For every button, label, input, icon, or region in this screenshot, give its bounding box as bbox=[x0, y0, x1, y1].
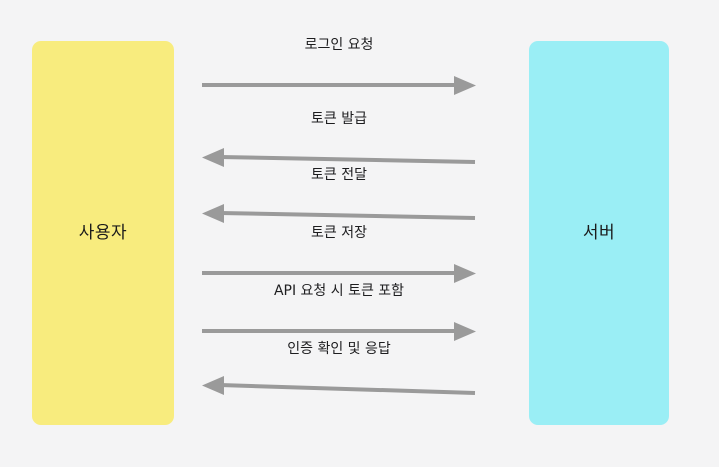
message-arrow-right-4 bbox=[202, 264, 476, 283]
message-arrow-left-3 bbox=[202, 204, 476, 223]
message-label-1: 로그인 요청 bbox=[304, 37, 374, 53]
actor-box-server: 서버 bbox=[529, 41, 669, 425]
message-label-2: 토큰 발급 bbox=[311, 111, 367, 127]
message-label-6: 인증 확인 및 응답 bbox=[287, 341, 391, 357]
actor-label-server: 서버 bbox=[582, 222, 616, 243]
message-arrow-left-6 bbox=[202, 376, 476, 395]
message-label-5: API 요청 시 토큰 포함 bbox=[273, 283, 405, 299]
message-arrow-left-2 bbox=[202, 148, 476, 167]
message-arrow-right-1 bbox=[202, 76, 476, 95]
actor-box-user: 사용자 bbox=[32, 41, 174, 425]
actor-label-user: 사용자 bbox=[78, 222, 128, 243]
message-arrow-right-5 bbox=[202, 322, 476, 341]
message-label-3: 토큰 전달 bbox=[311, 167, 367, 183]
message-label-4: 토큰 저장 bbox=[311, 225, 367, 241]
